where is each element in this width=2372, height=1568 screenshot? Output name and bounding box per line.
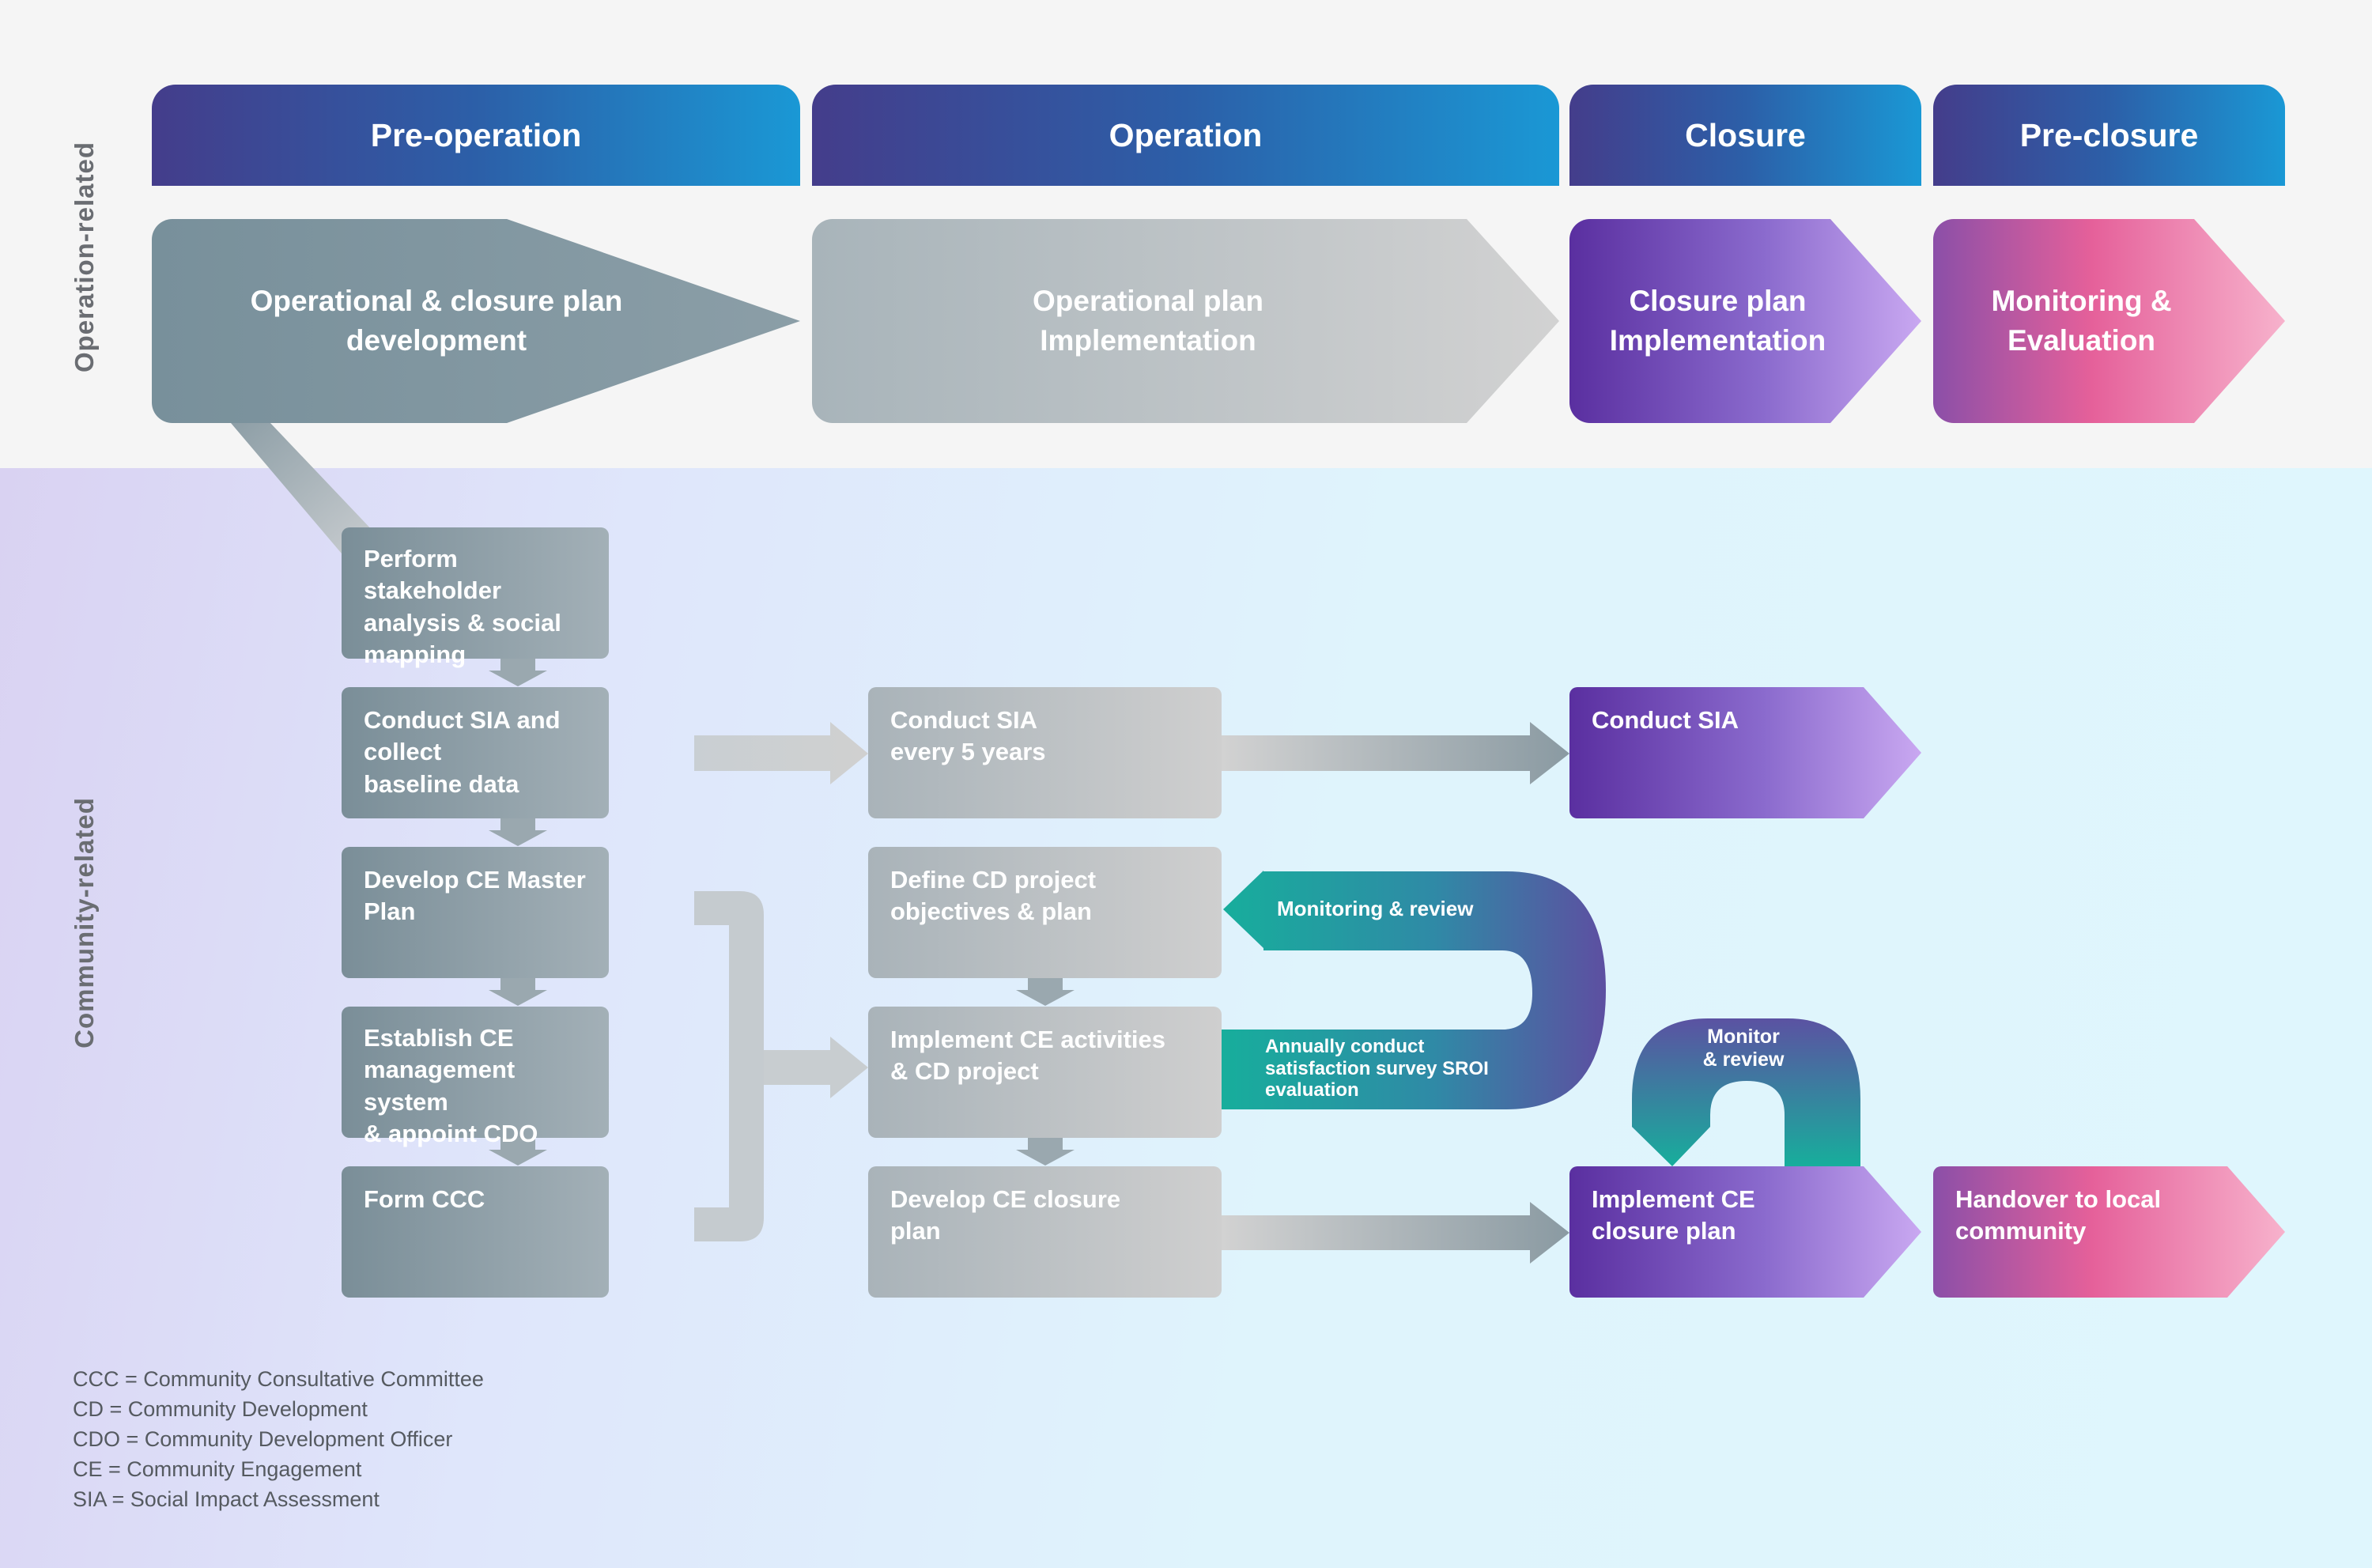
step-develop-ce-master-plan: Develop CE Master Plan [342, 847, 609, 978]
legend-item: SIA = Social Impact Assessment [73, 1487, 380, 1511]
step-line: Plan [364, 897, 416, 926]
phase-closure: Closure [1569, 85, 1921, 186]
monitoring-loop [1222, 871, 1606, 1109]
legend-item: CD = Community Development [73, 1397, 368, 1421]
step-line: Form CCC [364, 1185, 485, 1213]
annual-line: evaluation [1265, 1079, 1359, 1101]
monitor-review-loop [1632, 1018, 1860, 1166]
step-line: analysis & social [364, 608, 561, 637]
bracket-connector [694, 891, 764, 1241]
step-implement-ce-activities: Implement CE activities & CD project [868, 1007, 1222, 1138]
chevron-line1: Closure plan [1629, 285, 1807, 318]
arrow-bracket-to-implement [764, 1037, 868, 1098]
phase-operation: Operation [812, 85, 1559, 186]
down-arrow [489, 978, 547, 1006]
step-line: Conduct SIA [890, 706, 1037, 734]
chevron-line2: development [346, 324, 527, 357]
abbreviation-legend: CCC = Community Consultative Committee C… [73, 1364, 484, 1514]
arrow-closure-plan-to-implement [1222, 1202, 1569, 1264]
step-line: Develop CE closure [890, 1185, 1121, 1213]
step-line: Develop CE Master [364, 866, 586, 894]
chevron-line2: Implementation [1040, 324, 1256, 357]
chevron-line1: Operational plan [1033, 285, 1263, 318]
step-line: Conduct SIA and collect [364, 706, 561, 766]
step-line: Implement CE [1592, 1185, 1755, 1213]
step-conduct-sia-5-years: Conduct SIA every 5 years [868, 687, 1222, 818]
arrow-5yr-to-sia [1222, 722, 1569, 784]
monitor-line: & review [1702, 1048, 1785, 1071]
step-conduct-sia-baseline: Conduct SIA and collect baseline data [342, 687, 609, 818]
phase-label: Pre-operation [370, 116, 582, 153]
legend-item: CDO = Community Development Officer [73, 1427, 453, 1451]
step-line: Conduct SIA [1592, 706, 1739, 734]
step-line: Perform stakeholder [364, 545, 502, 605]
annual-survey-label: Annually conduct satisfaction survey SRO… [1265, 1036, 1489, 1101]
annual-line: satisfaction survey SROI [1265, 1057, 1489, 1079]
annual-line: Annually conduct [1265, 1036, 1425, 1057]
down-arrow [489, 818, 547, 846]
legend-item: CCC = Community Consultative Committee [73, 1367, 484, 1391]
step-line: Establish CE [364, 1024, 514, 1052]
chevron-line1: Monitoring & [1991, 285, 2172, 318]
step-develop-ce-closure-plan: Develop CE closure plan [868, 1166, 1222, 1298]
step-line: closure plan [1592, 1217, 1736, 1245]
step-line: community [1955, 1217, 2087, 1245]
step-line: mapping [364, 640, 466, 668]
step-line: every 5 years [890, 738, 1046, 766]
step-form-ccc: Form CCC [342, 1166, 609, 1298]
step-handover-local-community: Handover to local community [1933, 1166, 2285, 1298]
chevron-line2: Evaluation [2007, 324, 2156, 357]
step-implement-ce-closure-plan: Implement CE closure plan [1569, 1166, 1921, 1298]
phase-pre-closure: Pre-closure [1933, 85, 2285, 186]
step-line: Handover to local [1955, 1185, 2162, 1213]
step-stakeholder-analysis: Perform stakeholder analysis & social ma… [342, 527, 609, 668]
legend-item: CE = Community Engagement [73, 1457, 362, 1481]
step-line: Define CD project [890, 866, 1097, 894]
down-arrow [1016, 1138, 1075, 1166]
monitoring-review-label: Monitoring & review [1277, 897, 1474, 920]
step-closure-conduct-sia: Conduct SIA [1569, 687, 1921, 818]
step-line: objectives & plan [890, 897, 1092, 926]
arrow-sia-to-5yr [694, 722, 868, 784]
monitor-line: Monitor [1707, 1026, 1780, 1048]
step-line: baseline data [364, 769, 519, 798]
step-line: Implement CE activities [890, 1026, 1166, 1053]
phase-label: Pre-closure [2019, 116, 2199, 153]
diagonal-connector [231, 423, 376, 554]
step-line: & CD project [890, 1057, 1039, 1086]
step-line: & appoint CDO [364, 1119, 538, 1147]
phase-label: Operation [1109, 116, 1263, 153]
step-define-cd-project: Define CD project objectives & plan [868, 847, 1222, 978]
phase-pre-operation: Pre-operation [152, 85, 800, 186]
chevron-line2: Implementation [1609, 324, 1826, 357]
down-arrow [489, 659, 547, 686]
step-establish-ce-management: Establish CE management system & appoint… [342, 1007, 609, 1147]
monitor-review-small-label: Monitor & review [1688, 1026, 1799, 1071]
down-arrow [1016, 978, 1075, 1006]
down-arrow [489, 1138, 547, 1166]
chevron-line1: Operational & closure plan [250, 285, 623, 318]
step-line: management system [364, 1056, 516, 1116]
step-line: plan [890, 1217, 941, 1245]
phase-label: Closure [1685, 116, 1806, 153]
